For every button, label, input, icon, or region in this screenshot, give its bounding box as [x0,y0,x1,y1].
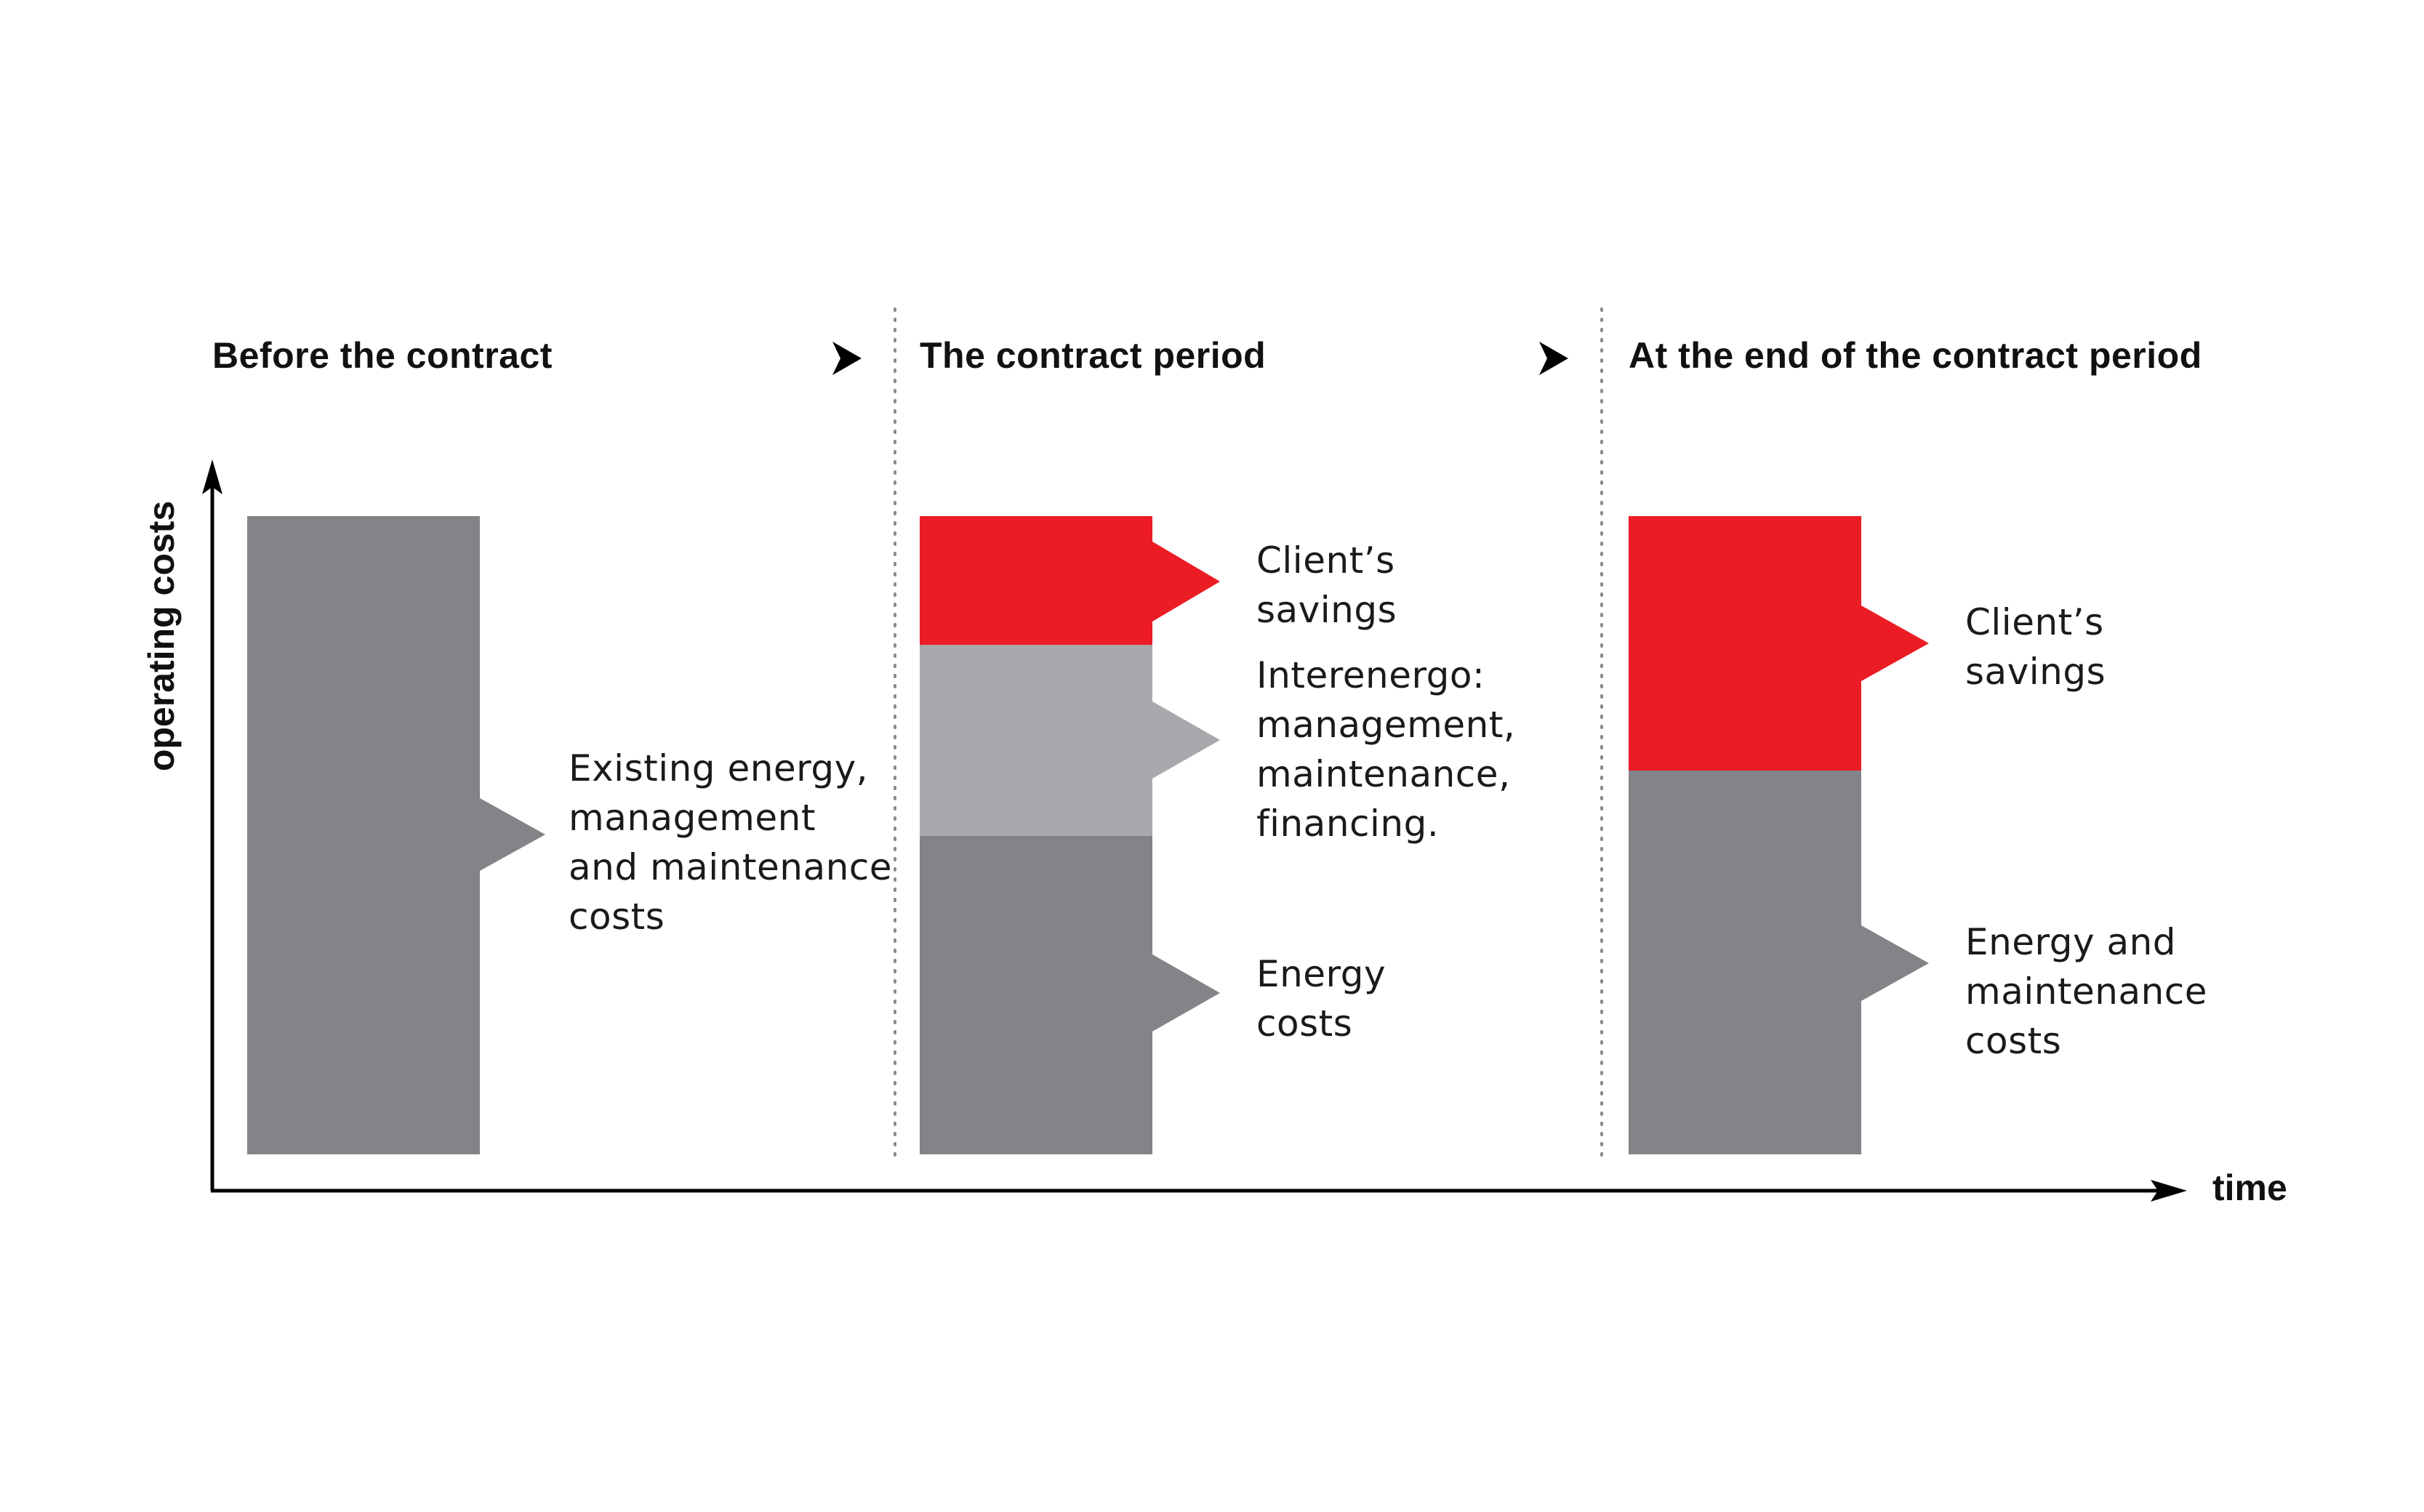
label-line: Energy [1256,953,1386,995]
label-line: financing. [1256,803,1440,845]
label-line: costs [1256,1002,1353,1045]
energy-costs-block [920,836,1220,1154]
client-savings-label: Client’s savings [1965,598,2106,696]
client-savings-label: Client’s savings [1256,536,1397,635]
interenergo-label: Interenergo: management, maintenance, fi… [1256,651,1515,848]
phase-title-contract-period: The contract period [920,335,1267,376]
existing-costs-block [247,516,545,1154]
label-line: costs [569,896,665,938]
label-line: costs [1965,1020,2062,1062]
chevron-right-icon [832,342,862,375]
energy-maintenance-costs-label: Energy and maintenance costs [1965,917,2207,1066]
label-line: Client’s [1965,601,2104,643]
label-line: Energy and [1965,921,2177,963]
label-line: management, [1256,704,1516,746]
label-line: management [569,797,816,839]
energy-costs-label: Energy costs [1256,949,1386,1048]
phase-title-before-contract: Before the contract [212,335,553,376]
energy-maintenance-costs-block [1629,771,1929,1154]
client-savings-block [920,516,1220,645]
x-axis-arrowhead [2151,1180,2187,1202]
label-line: maintenance [1965,970,2208,1013]
label-line: savings [1256,589,1397,631]
label-line: Client’s [1256,539,1395,582]
label-line: Existing energy, [569,747,869,789]
chevron-right-icon [1539,342,1568,375]
x-axis-label: time [2212,1167,2287,1208]
existing-costs-label: Existing energy, management and maintena… [569,744,892,941]
y-axis-label: operating costs [141,500,182,772]
label-line: savings [1965,651,2106,693]
label-line: maintenance, [1256,753,1511,795]
label-line: and maintenance [569,846,893,888]
label-line: Interenergo: [1256,654,1485,696]
y-axis-arrowhead [202,459,222,494]
interenergo-block [920,645,1220,836]
client-savings-block [1629,516,1929,771]
phase-title-end-of-contract: At the end of the contract period [1629,335,2202,376]
